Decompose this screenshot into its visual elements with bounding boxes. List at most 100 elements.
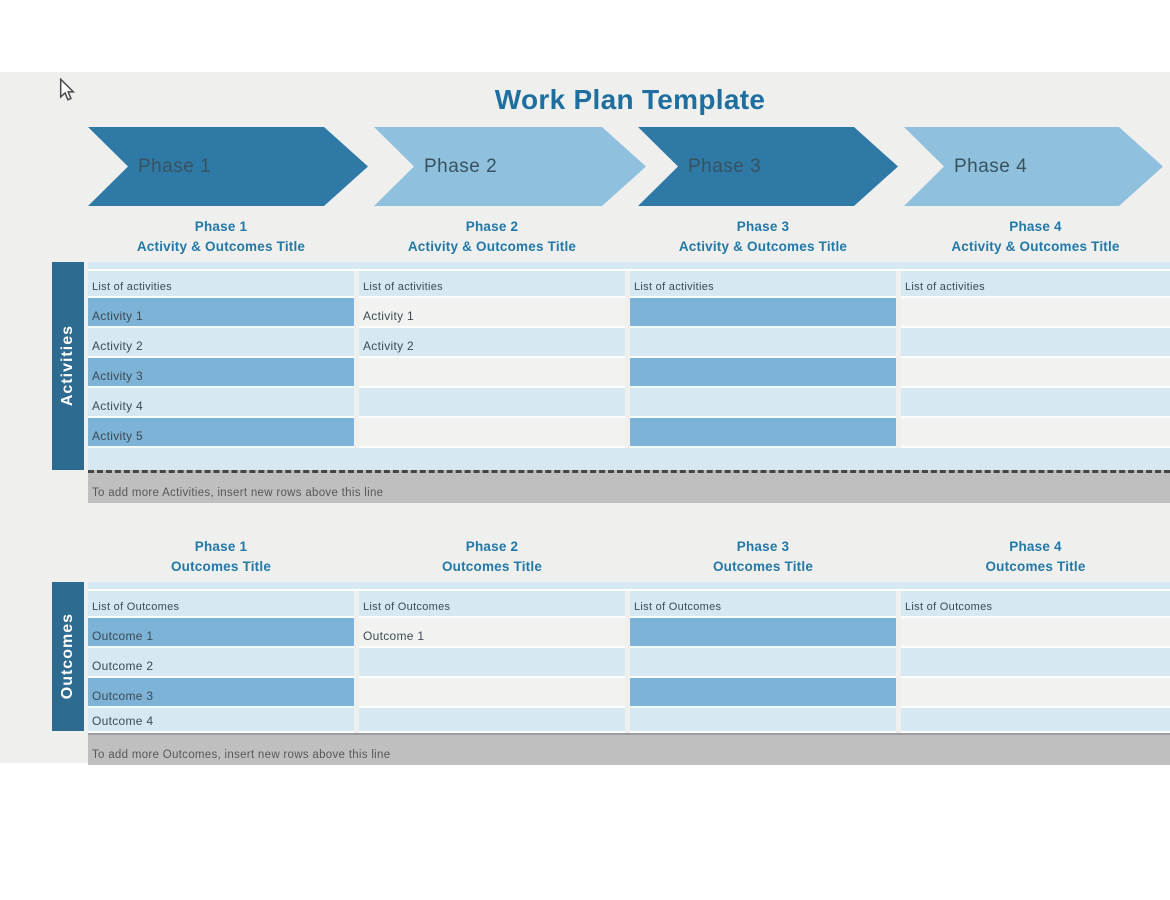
header-line1: Phase 1 (194, 539, 248, 554)
activities-cell[interactable] (901, 358, 1170, 388)
header-line2: Activity & Outcomes Title (678, 239, 848, 254)
phase3-arrow-label: Phase 3 (688, 155, 762, 177)
cell-text: Activity 5 (92, 429, 144, 443)
activities-cell[interactable] (630, 358, 896, 388)
cell-text: List of activities (363, 281, 443, 293)
outcomes-cell[interactable] (630, 678, 896, 708)
outcomes-cell[interactable] (359, 708, 625, 733)
activities-cell[interactable]: Activity 5 (88, 418, 354, 448)
activities-cell[interactable]: List of activities (359, 271, 625, 298)
header-line1: Phase 2 (465, 539, 519, 554)
page-title[interactable]: Work Plan Template (494, 84, 766, 115)
outcomes-footer-note: To add more Outcomes, insert new rows ab… (92, 749, 391, 761)
outcomes-header-phase3[interactable]: Phase 3 Outcomes Title (630, 537, 896, 577)
outcomes-cell[interactable] (901, 678, 1170, 708)
outcomes-cell[interactable]: Outcome 3 (88, 678, 354, 708)
header-line1: Phase 2 (465, 219, 519, 234)
cell-text: Activity 1 (92, 309, 144, 323)
outcomes-header-phase2[interactable]: Phase 2 Outcomes Title (359, 537, 625, 577)
activities-footer-note: To add more Activities, insert new rows … (92, 487, 384, 499)
activities-cell[interactable] (901, 418, 1170, 448)
activities-cell[interactable]: Activity 2 (88, 328, 354, 358)
activities-cell[interactable] (901, 298, 1170, 328)
cell-text: Activity 4 (92, 399, 144, 413)
outcomes-cell[interactable]: Outcome 1 (359, 618, 625, 648)
outcomes-sidebar-label: Outcomes (59, 613, 76, 700)
cell-text: Activity 2 (363, 339, 415, 353)
outcomes-footer-note-bar: To add more Outcomes, insert new rows ab… (88, 733, 1170, 765)
header-line2: Activity & Outcomes Title (407, 239, 577, 254)
outcomes-cell[interactable]: Outcome 2 (88, 648, 354, 678)
activities-cell[interactable]: Activity 3 (88, 358, 354, 388)
header-line1: Phase 4 (1009, 539, 1062, 554)
activities-header-phase1[interactable]: Phase 1 Activity & Outcomes Title (88, 217, 354, 257)
header-line1: Phase 3 (736, 219, 790, 234)
outcomes-cell[interactable] (901, 618, 1170, 648)
phase3-arrow[interactable]: Phase 3 (638, 127, 898, 206)
activities-cell[interactable] (630, 298, 896, 328)
activities-column-3: List of activities (630, 271, 896, 448)
activities-cell[interactable]: Activity 4 (88, 388, 354, 418)
outcomes-cell[interactable] (901, 648, 1170, 678)
cell-text: List of activities (905, 281, 985, 293)
cell-text: List of activities (92, 281, 172, 293)
outcomes-cell[interactable] (630, 648, 896, 678)
phase4-arrow[interactable]: Phase 4 (904, 127, 1163, 206)
outcomes-cell[interactable]: Outcome 4 (88, 708, 354, 733)
cell-text: Outcome 2 (92, 659, 154, 673)
activities-cell[interactable] (901, 388, 1170, 418)
cell-text: Outcome 4 (92, 714, 154, 728)
outcomes-header-phase4[interactable]: Phase 4 Outcomes Title (901, 537, 1170, 577)
phase2-arrow[interactable]: Phase 2 (374, 127, 646, 206)
activities-header-phase2[interactable]: Phase 2 Activity & Outcomes Title (359, 217, 625, 257)
phase1-arrow-label: Phase 1 (138, 155, 212, 177)
outcomes-header-phase1[interactable]: Phase 1 Outcomes Title (88, 537, 354, 577)
cell-text: List of Outcomes (92, 601, 180, 613)
outcomes-cell[interactable] (359, 678, 625, 708)
outcomes-cell[interactable] (901, 708, 1170, 733)
activities-cell[interactable] (630, 328, 896, 358)
outcomes-cell[interactable] (359, 648, 625, 678)
outcomes-cell[interactable] (630, 708, 896, 733)
activities-cell[interactable]: List of activities (630, 271, 896, 298)
outcomes-column-3: List of Outcomes (630, 591, 896, 733)
activities-cell[interactable] (630, 388, 896, 418)
phase1-arrow[interactable]: Phase 1 (88, 127, 368, 206)
activities-header-phase3[interactable]: Phase 3 Activity & Outcomes Title (630, 217, 896, 257)
outcomes-cell[interactable] (630, 618, 896, 648)
cell-text: Outcome 3 (92, 689, 154, 703)
header-line1: Phase 3 (736, 539, 790, 554)
cell-text: Activity 1 (363, 309, 415, 323)
outcomes-cell[interactable]: Outcome 1 (88, 618, 354, 648)
activities-header-phase4[interactable]: Phase 4 Activity & Outcomes Title (901, 217, 1170, 257)
activities-cell[interactable]: Activity 1 (88, 298, 354, 328)
outcomes-cell[interactable]: List of Outcomes (359, 591, 625, 618)
activities-cell[interactable]: Activity 2 (359, 328, 625, 358)
activities-cell[interactable]: List of activities (901, 271, 1170, 298)
activities-cell[interactable]: List of activities (88, 271, 354, 298)
activities-column-4: List of activities (901, 271, 1170, 448)
activities-cell[interactable] (901, 328, 1170, 358)
activities-cell[interactable] (630, 418, 896, 448)
activities-cell[interactable] (359, 358, 625, 388)
cell-text: Outcome 1 (363, 629, 425, 643)
cell-text: List of Outcomes (905, 601, 993, 613)
activities-footer-note-bar: To add more Activities, insert new rows … (88, 470, 1170, 503)
outcomes-cell[interactable]: List of Outcomes (901, 591, 1170, 618)
activities-cell[interactable] (359, 418, 625, 448)
activities-cell[interactable]: Activity 1 (359, 298, 625, 328)
cell-text: Activity 3 (92, 369, 144, 383)
header-line2: Outcomes Title (170, 559, 272, 574)
activities-empty-row[interactable] (88, 448, 1170, 470)
outcomes-cell[interactable]: List of Outcomes (630, 591, 896, 618)
header-line2: Activity & Outcomes Title (951, 239, 1120, 254)
activities-cell[interactable] (359, 388, 625, 418)
outcomes-cell[interactable]: List of Outcomes (88, 591, 354, 618)
